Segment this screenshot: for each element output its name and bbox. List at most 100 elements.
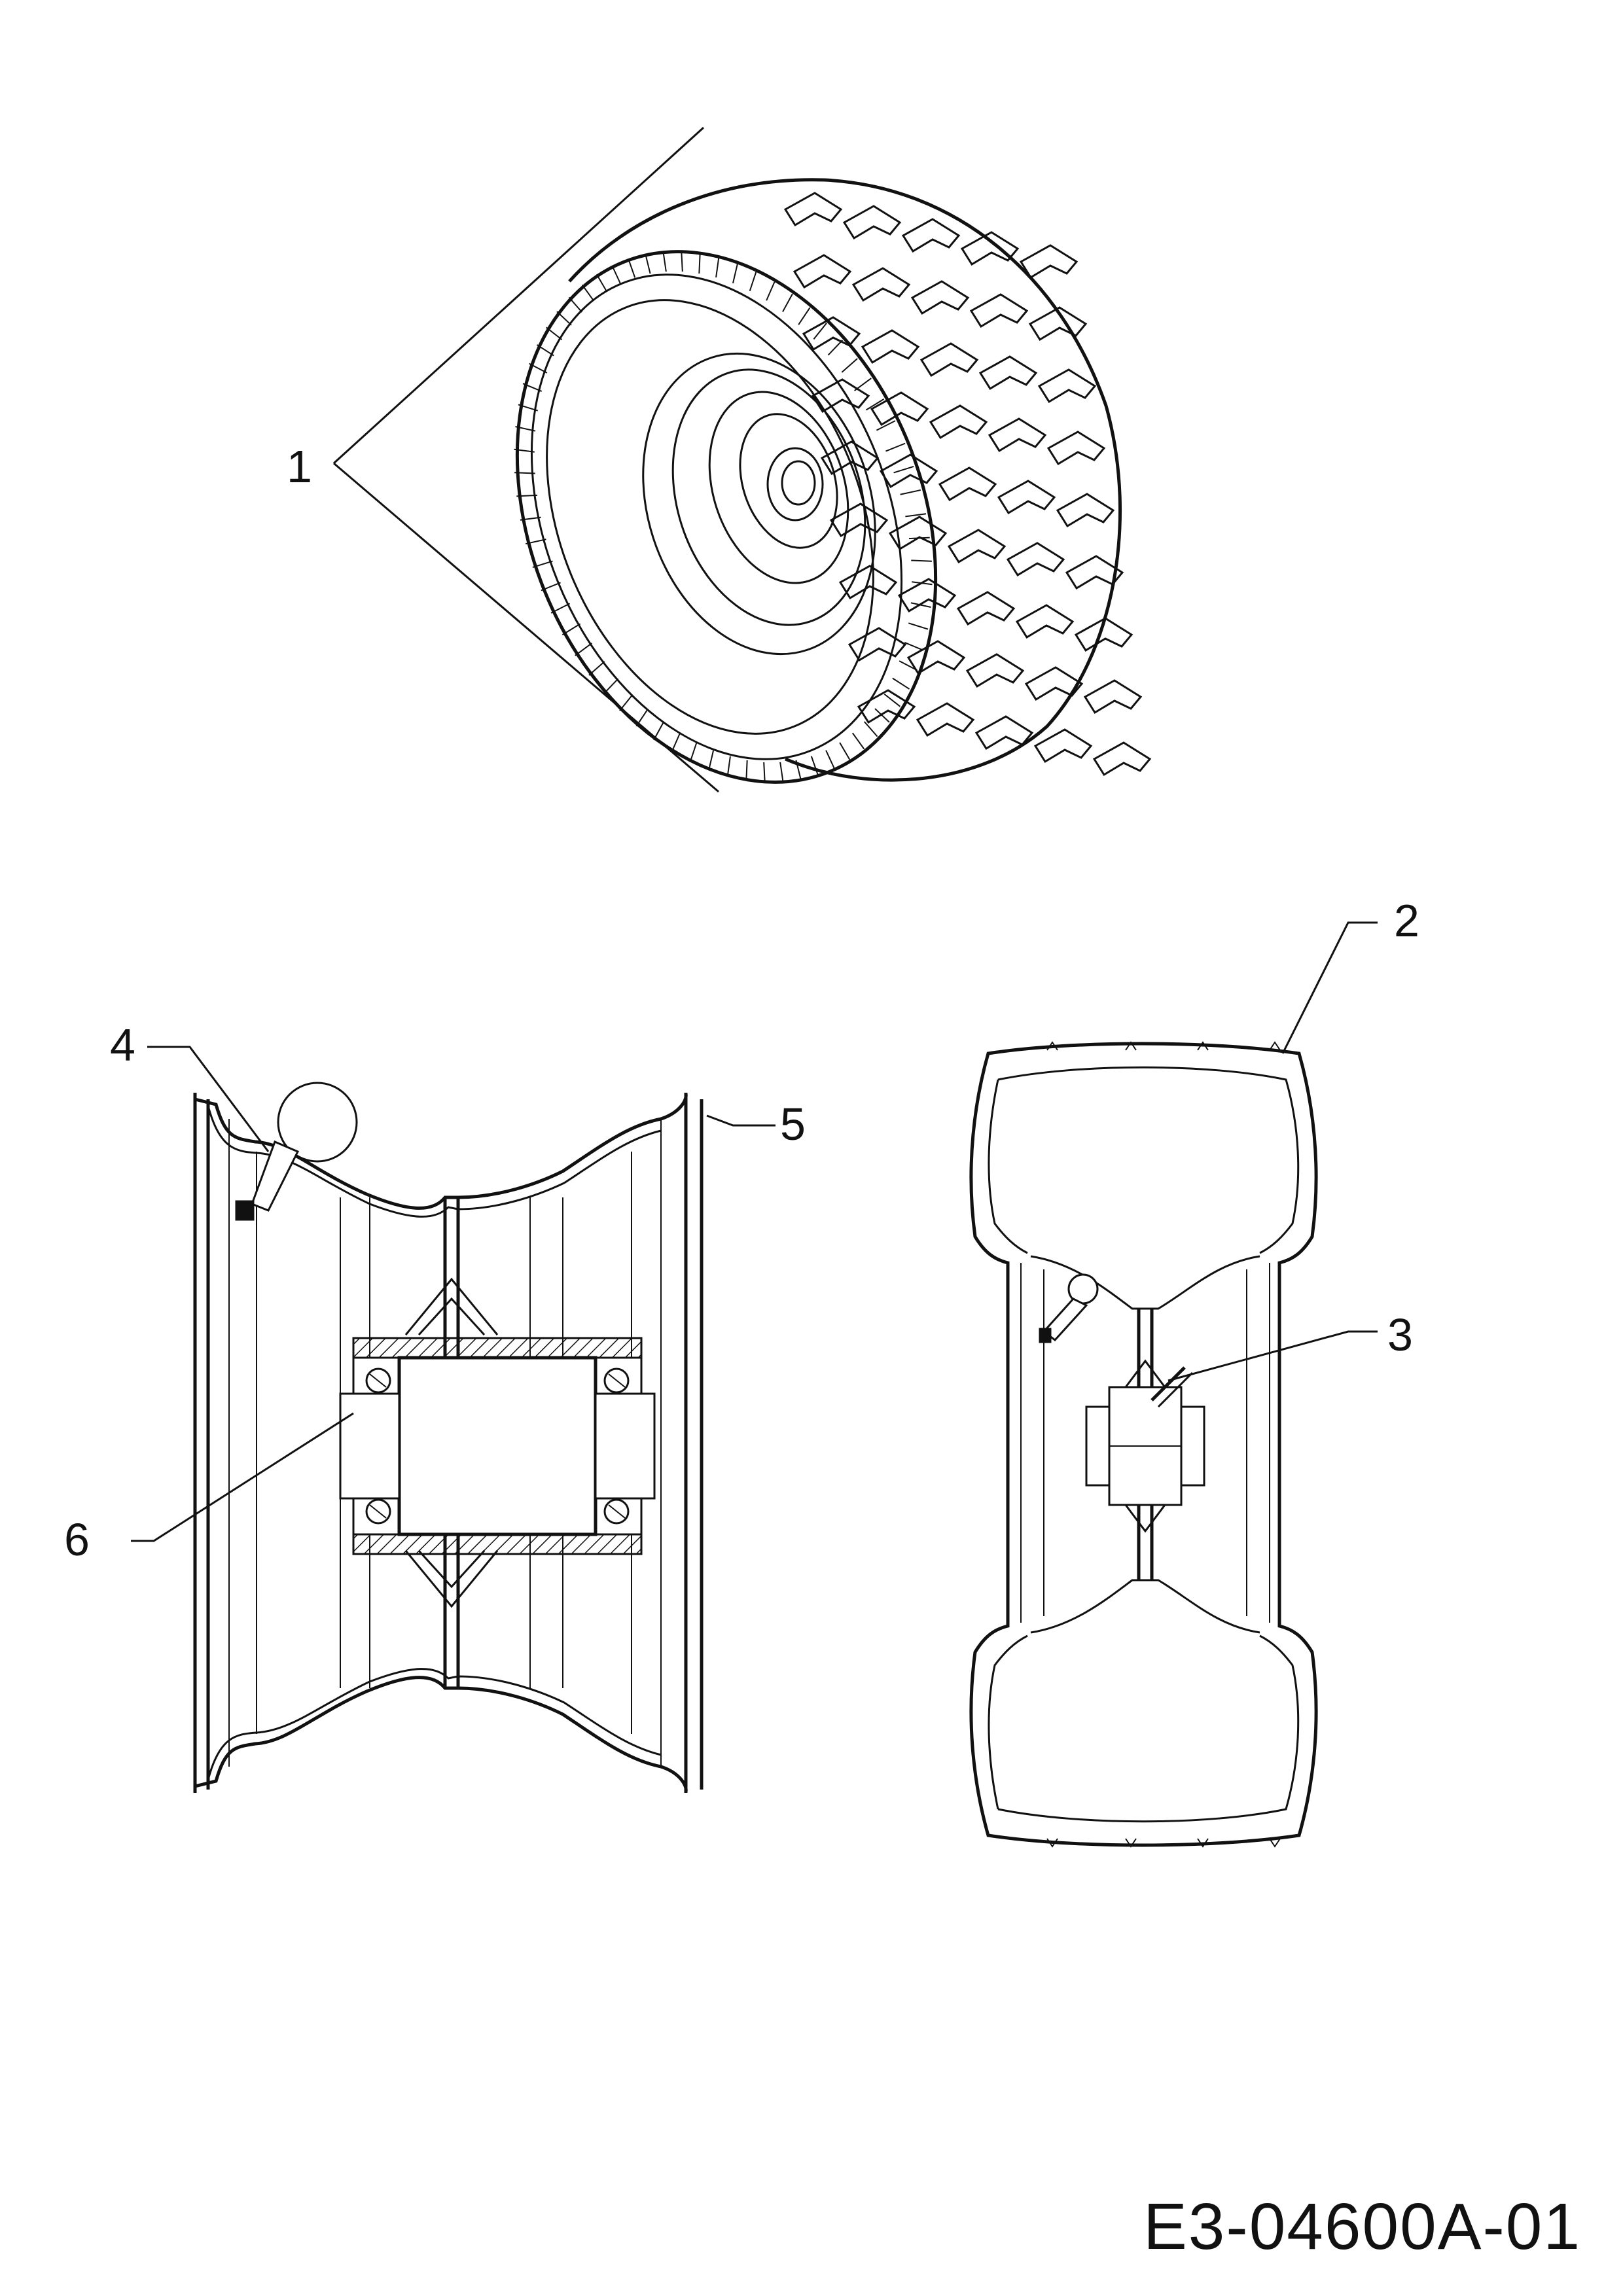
sidewall-rib [910, 602, 931, 608]
sidewall-rib [715, 257, 720, 278]
sidewall-rib [662, 252, 667, 272]
tread-block [969, 293, 1029, 328]
tread-block [960, 231, 1020, 266]
sidewall-rib [541, 582, 561, 592]
tread-block [1006, 542, 1065, 577]
sidewall-rib [698, 253, 701, 274]
tread-block [820, 440, 880, 476]
tread-block [861, 329, 920, 364]
sidewall-rib [708, 750, 715, 771]
wheel-assembly-illustration [332, 126, 1152, 793]
sidewall-rib [689, 742, 698, 762]
sidewall-rib [839, 742, 851, 760]
tread-block [1037, 368, 1097, 404]
callout-2: 2 [1394, 895, 1419, 946]
tread-block [829, 503, 889, 538]
tread-lug [1197, 1838, 1209, 1848]
sidewall-rib [671, 733, 681, 752]
tread-block [793, 254, 852, 289]
sidewall-rib [854, 378, 872, 391]
sidewall-rib [546, 327, 563, 340]
sidewall-rib [865, 398, 885, 411]
callout-1: 1 [287, 441, 312, 492]
sidewall-rib [749, 272, 757, 292]
tread-block [1019, 244, 1079, 279]
sidewall-rib [810, 756, 819, 775]
sidewall-ribs [514, 251, 933, 783]
tread-lug [1046, 1041, 1058, 1051]
sidewall-rib [522, 383, 543, 392]
tread-block [956, 591, 1016, 626]
tread-block [988, 417, 1047, 453]
sidewall-rib [763, 762, 766, 783]
tread-lug [1046, 1838, 1058, 1848]
sidewall-rib [645, 254, 651, 274]
sidewall-rib [798, 307, 811, 325]
sidewall-rib [518, 404, 539, 412]
tread-block [974, 715, 1034, 751]
sidewall-rib [536, 344, 554, 357]
sidewall-rib [825, 750, 835, 769]
tread-pattern [783, 192, 1152, 777]
sidewall-rib [726, 756, 731, 777]
sidewall-rib [520, 516, 541, 521]
tread-block [842, 205, 902, 240]
tread-block [1074, 617, 1133, 652]
tread-block [811, 378, 870, 414]
tread-block [965, 653, 1025, 688]
tread-block [916, 702, 975, 737]
tread-block [1024, 666, 1084, 701]
tread-lug [1125, 1838, 1137, 1848]
sidewall-rib [876, 420, 896, 431]
rim-cross-section [131, 1046, 776, 1793]
sidewall-rib [514, 448, 535, 453]
tread-lug [1197, 1041, 1209, 1051]
sidewall-rib [681, 251, 683, 272]
tire-cross-section [969, 921, 1378, 1848]
sidewall-rib [529, 362, 548, 374]
tread-block [938, 467, 997, 502]
tread-block [838, 565, 898, 600]
sidewall-rib [732, 263, 738, 284]
sidewall-rib [851, 732, 865, 750]
sidewall-rib [628, 258, 636, 278]
tread-block [879, 453, 938, 489]
tread-lugs [1046, 1041, 1281, 1848]
sidewall-rib [575, 643, 592, 656]
tread-block [851, 267, 911, 302]
tread-block [1028, 306, 1088, 342]
sidewall-rib [745, 760, 748, 781]
sidewall-rib [766, 281, 776, 301]
tread-lug [1269, 1041, 1281, 1051]
sidewall-rib [526, 539, 546, 545]
sidewall-rib [619, 694, 633, 711]
sidewall-rib [908, 622, 929, 630]
sidewall-rib [911, 559, 932, 562]
sidewall-rib [532, 560, 553, 568]
sidewall-rib [885, 442, 906, 452]
sidewall-rib [883, 694, 901, 707]
sidewall-rib [611, 265, 621, 284]
tread-block [1083, 679, 1143, 715]
sidewall-rib [813, 323, 827, 340]
sidewall-rib [779, 762, 784, 782]
tread-block [910, 280, 970, 315]
sidewall-rib [892, 677, 910, 690]
sidewall-rib [874, 708, 890, 723]
sidewall-rib [581, 284, 595, 302]
document-code: E3-04600A-01 [1143, 2190, 1581, 2263]
sidewall-rib [568, 296, 583, 313]
tread-block [897, 578, 957, 613]
tread-block [847, 627, 907, 662]
sidewall-rib [782, 293, 793, 312]
tread-block [978, 355, 1038, 391]
sidewall-rib [550, 603, 571, 614]
sidewall-rib [899, 660, 918, 671]
sidewall-rib [908, 537, 930, 540]
tread-block [870, 391, 929, 427]
tread-lug [1125, 1041, 1137, 1051]
sidewall-rib [514, 472, 535, 474]
sidewall-rib [905, 513, 927, 518]
sidewall-rib [516, 494, 538, 497]
